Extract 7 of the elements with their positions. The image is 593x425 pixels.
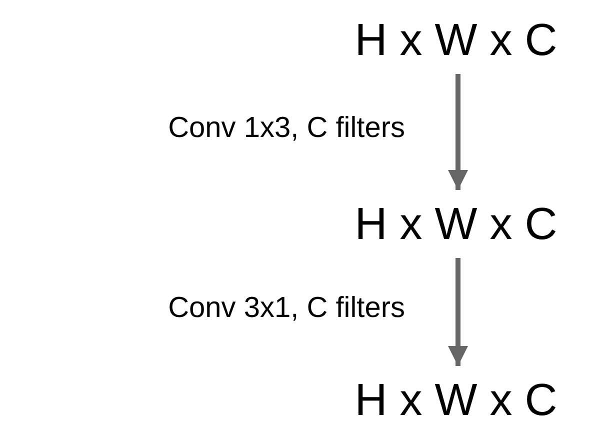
arrow (448, 258, 468, 366)
dimension-text: H x W x C (322, 374, 590, 425)
dimension-text: H x W x C (322, 14, 590, 68)
dimension-text: H x W x C (322, 198, 590, 252)
edge-label: Conv 1x3, C filters (168, 111, 405, 146)
edge-label: Conv 3x1, C filters (168, 291, 405, 326)
arrow (448, 74, 468, 190)
